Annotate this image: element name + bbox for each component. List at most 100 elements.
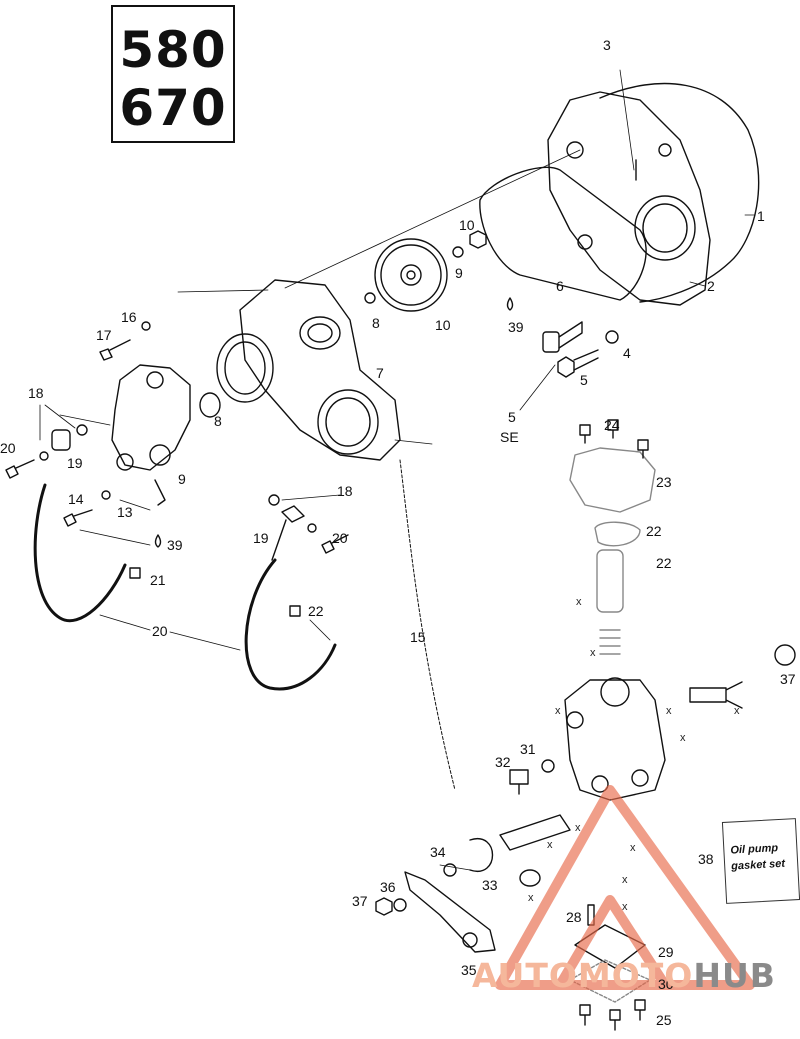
crankcase-cover	[599, 82, 760, 303]
screw-26b	[607, 419, 619, 439]
o-ring-8	[199, 392, 221, 418]
hose-21-left	[33, 483, 127, 623]
clip-22b	[289, 605, 301, 617]
x-marker: x	[547, 839, 553, 851]
x-marker: x	[622, 874, 628, 886]
callout-20b: 20	[332, 530, 348, 546]
seal-lower	[519, 869, 541, 887]
drive-gear	[374, 238, 448, 312]
pump-body-9	[111, 364, 191, 471]
callout-27: 28	[566, 909, 582, 925]
seal-large-upper	[216, 333, 274, 403]
callout-19a: 19	[67, 455, 83, 471]
callout-28: 29	[658, 944, 674, 960]
bolt-5-lower	[557, 349, 599, 378]
sealant-drop-39b	[154, 534, 162, 548]
hose-21-right	[244, 558, 337, 691]
x-marker: x	[528, 892, 534, 904]
bolt-31	[509, 769, 529, 795]
nut-12	[469, 230, 487, 249]
callout-32: 33	[482, 877, 498, 893]
model-number-box: 580 670	[111, 5, 235, 143]
callout-18a: 18	[28, 385, 44, 401]
washer-18a	[76, 424, 88, 436]
shaft-23	[596, 549, 624, 613]
gasket-card-line2: gasket set	[730, 857, 786, 873]
banjo-19b	[271, 505, 305, 561]
x-marker: x	[630, 842, 636, 854]
callout-3: 3	[603, 37, 611, 53]
callout-30: 31	[520, 741, 536, 757]
valve-37	[689, 681, 743, 709]
banjo-19a	[51, 429, 71, 451]
callout-22a: 21	[150, 572, 166, 588]
callout-21: 20	[152, 623, 168, 639]
callout-4: 4	[623, 345, 631, 361]
callout-6: 6	[556, 278, 564, 294]
callout-14: 14	[68, 491, 84, 507]
shaft-assy	[499, 814, 571, 851]
watermark-part1: AUTOMOTO	[472, 956, 694, 995]
callout-33: 34	[430, 844, 446, 860]
callout-7: 7	[376, 365, 384, 381]
screw-26a	[579, 424, 591, 444]
gasket-card-line1: Oil pump	[730, 842, 779, 857]
screw-26f	[634, 999, 646, 1021]
callout-10a: 8	[372, 315, 380, 331]
callout-2: 2	[707, 278, 715, 294]
nut-36	[375, 897, 393, 916]
callout-19b: 19	[253, 530, 269, 546]
callout-17: 17	[96, 327, 112, 343]
watermark-part2: HUB	[693, 956, 776, 995]
callout-38: 38	[698, 851, 714, 867]
x-marker: x	[555, 705, 561, 717]
rotary-valve-cover	[547, 91, 711, 306]
screw-26d	[579, 1004, 591, 1026]
spring-23	[599, 629, 621, 655]
callout-39a: 39	[508, 319, 524, 335]
x-marker: x	[680, 732, 686, 744]
washer-10b	[452, 246, 464, 258]
x-marker: x	[575, 822, 581, 834]
clip-22a	[129, 567, 141, 579]
callout-34: 35	[461, 962, 477, 978]
housing-7	[239, 279, 401, 461]
washer-16	[141, 321, 151, 331]
watermark-text: AUTOMOTOHUB	[472, 958, 776, 994]
callout-5b: 5	[508, 409, 516, 425]
washer-13	[101, 490, 111, 500]
washer-30	[541, 759, 555, 773]
x-marker: x	[576, 596, 582, 608]
washer-4	[605, 330, 619, 344]
seal-37	[774, 644, 796, 666]
callout-26a: 24	[604, 417, 620, 433]
model-number-580: 580	[119, 21, 227, 79]
callout-10b: 9	[455, 265, 463, 281]
washer-33	[443, 863, 457, 877]
callout-37: 37	[780, 671, 796, 687]
callout-9: 9	[178, 471, 186, 487]
washer-18b	[268, 494, 280, 506]
watermark-logo-mark	[495, 785, 755, 990]
x-marker: x	[622, 901, 628, 913]
lever-34	[404, 871, 496, 953]
callout-20a: 20	[0, 440, 16, 456]
callout-11: 10	[435, 317, 451, 333]
spring-32	[469, 837, 494, 873]
model-number-670: 670	[119, 79, 227, 137]
callout-29: 30	[658, 976, 674, 992]
callout-35: 36	[380, 879, 396, 895]
callout-26b: 25	[656, 1012, 672, 1028]
screw-14	[63, 509, 93, 527]
callout-22b: 22	[308, 603, 324, 619]
sealant-drop-39a	[506, 297, 514, 311]
callout-12: 10	[459, 217, 475, 233]
callout-23: 22	[656, 555, 672, 571]
x-marker: x	[590, 647, 596, 659]
callout-13: 13	[117, 504, 133, 520]
bolt-20b	[321, 534, 349, 554]
oil-pump-cover-group	[569, 447, 656, 655]
callout-39b: 39	[167, 537, 183, 553]
